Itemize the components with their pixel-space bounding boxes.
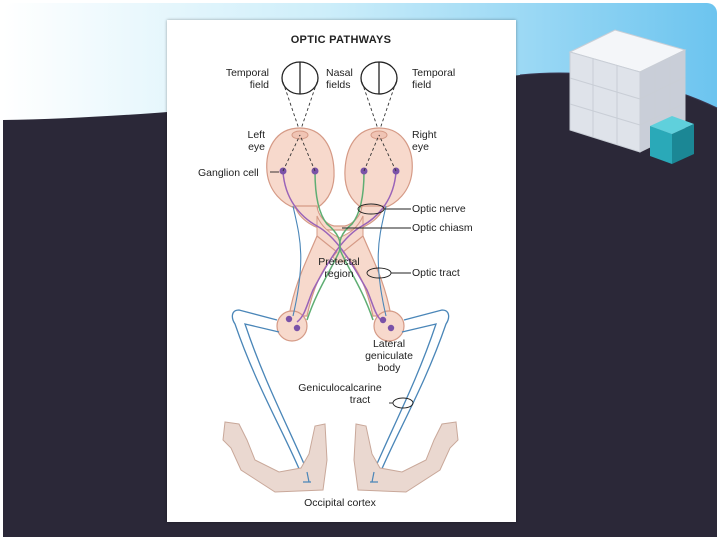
visual-field-right	[360, 61, 398, 95]
label-line: body	[377, 362, 401, 374]
optic-pathways-figure: OPTIC PATHWAYS Temporal field Nasal fiel…	[167, 20, 516, 522]
label-optic-chiasm: Optic chiasm	[412, 222, 473, 234]
occipital-cortex	[222, 421, 459, 493]
label-line: Nasal	[326, 67, 353, 79]
label-line: eye	[248, 141, 265, 153]
label-line: tract	[349, 394, 371, 406]
label-line: Right	[412, 129, 437, 141]
label-temporal-field-right: Temporal field	[412, 67, 455, 91]
label-optic-tract: Optic tract	[412, 267, 460, 279]
label-right-eye: Right eye	[412, 129, 437, 153]
figure-title: OPTIC PATHWAYS	[290, 34, 392, 46]
left-lateral-geniculate-body	[276, 310, 308, 342]
label-line: Pretectal	[318, 256, 360, 268]
retinal-fibers	[282, 171, 397, 323]
label-temporal-field-left: Temporal field	[209, 67, 269, 91]
label-nasal-fields: Nasal fields	[326, 67, 353, 91]
label-line: eye	[412, 141, 429, 153]
label-line: Lateral	[372, 338, 406, 350]
label-line: field	[249, 79, 269, 91]
label-optic-nerve: Optic nerve	[412, 203, 466, 215]
label-line: Temporal	[225, 67, 269, 79]
label-line: fields	[326, 79, 351, 91]
label-line: Temporal	[412, 67, 456, 79]
label-occipital-cortex: Occipital cortex	[304, 497, 376, 509]
geniculocalcarine-tracts	[231, 309, 450, 481]
label-line: field	[412, 79, 432, 91]
label-line: Left	[247, 129, 265, 141]
label-pretectal-region: Pretectal region	[309, 256, 369, 280]
label-line: geniculate	[365, 350, 413, 362]
label-lateral-geniculate-body: Lateral geniculate body	[359, 338, 419, 374]
right-eye	[344, 127, 413, 209]
cube-graphic	[568, 29, 694, 164]
label-line: region	[324, 268, 354, 280]
label-ganglion-cell: Ganglion cell	[198, 167, 259, 179]
label-left-eye: Left eye	[217, 129, 265, 153]
label-line: Geniculocalcarine	[298, 382, 382, 394]
left-eye	[266, 127, 335, 209]
optic-pathways-diagram	[222, 61, 459, 493]
label-geniculocalcarine-tract: Geniculocalcarine tract	[285, 382, 395, 406]
visual-field-left	[281, 61, 319, 95]
callouts	[270, 171, 414, 409]
